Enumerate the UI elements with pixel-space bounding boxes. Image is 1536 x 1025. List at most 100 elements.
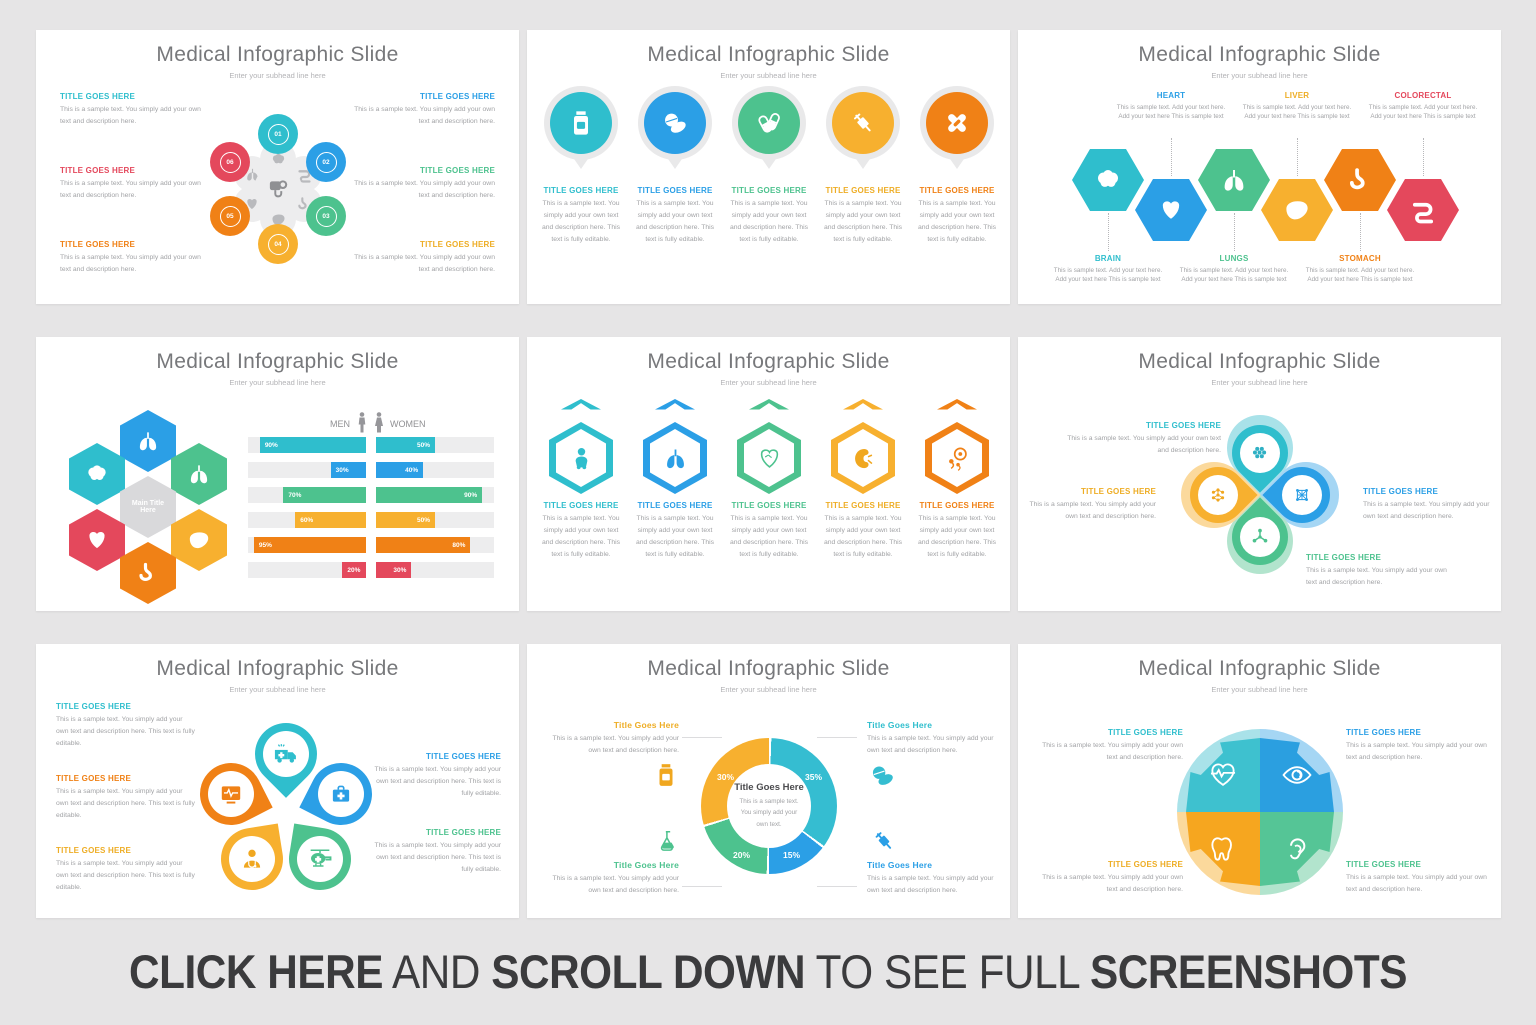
slide-preview-2[interactable]: Medical Infographic Slide Enter your sub… <box>527 30 1010 304</box>
petal-number: 02 <box>315 151 337 173</box>
legend-men-label: MEN <box>330 419 350 429</box>
title-block: TITLE GOES HERE This is a sample text. Y… <box>345 240 495 276</box>
slide-subhead: Enter your subhead line here <box>229 378 326 387</box>
title-block: TITLE GOES HERE This is a sample text. Y… <box>913 186 1001 246</box>
liver-icon <box>1282 195 1312 225</box>
slide-title: Medical Infographic Slide <box>156 657 399 680</box>
donut-chart: Title Goes Here This is a sample text. Y… <box>701 738 837 874</box>
slide-preview-5[interactable]: Medical Infographic Slide Enter your sub… <box>527 337 1010 611</box>
block-title: TITLE GOES HERE <box>60 92 136 101</box>
lungs-icon <box>1219 165 1249 195</box>
hexagon-heart <box>69 509 125 571</box>
block-text: This is a sample text. You simply add yo… <box>823 200 903 243</box>
main-title-label: Main Title Here <box>131 500 165 514</box>
hexagon-main-title: Main Title Here <box>120 476 176 538</box>
molecule-cluster-icon <box>1249 442 1271 464</box>
cta-banner[interactable]: CLICK HERE AND SCROLL DOWN TO SEE FULL S… <box>128 944 1408 999</box>
title-block: TITLE GOES HERE This is a sample text. Y… <box>1363 487 1495 523</box>
block-title: TITLE GOES HERE <box>425 828 501 837</box>
slide-title: Medical Infographic Slide <box>1138 657 1381 680</box>
slide-preview-7[interactable]: Medical Infographic Slide Enter your sub… <box>36 644 519 918</box>
segment-value: 35% <box>805 772 823 782</box>
block-title: TITLE GOES HERE <box>1306 553 1382 562</box>
hexagon-stomach <box>1324 149 1396 211</box>
flower-diagram <box>189 710 383 897</box>
connector-line <box>1360 213 1361 251</box>
slide-preview-9[interactable]: Medical Infographic Slide Enter your sub… <box>1018 644 1501 918</box>
stomach-icon <box>296 196 312 212</box>
pin-item: TITLE GOES HERE This is a sample text. Y… <box>537 86 625 246</box>
hexagon-lungs <box>171 443 227 505</box>
block-title: Title Goes Here <box>867 720 933 730</box>
title-block: TITLE GOES HERE This is a sample text. Y… <box>1306 553 1456 589</box>
center-circle <box>254 165 302 213</box>
block-title: TITLE GOES HERE <box>425 752 501 761</box>
block-title: STOMACH <box>1339 254 1381 263</box>
chevron-up-icon <box>937 399 977 410</box>
pin-item: TITLE GOES HERE This is a sample text. Y… <box>631 86 719 246</box>
women-bar: 40% <box>376 462 424 478</box>
block-title: TITLE GOES HERE <box>419 92 495 101</box>
title-block: TITLE GOES HERE This is a sample text. Y… <box>60 92 210 128</box>
bar-value: 95% <box>258 541 272 549</box>
pin-item: TITLE GOES HERE This is a sample text. Y… <box>913 86 1001 246</box>
heart-pulse-icon <box>1206 758 1240 792</box>
connector-line <box>1234 213 1235 251</box>
title-block: LUNGS This is sample text. Add your text… <box>1178 254 1290 284</box>
hexagon-heart <box>1135 179 1207 241</box>
title-block: TITLE GOES HERE This is a sample text. Y… <box>56 774 196 822</box>
petal-number: 06 <box>219 151 241 173</box>
block-title: TITLE GOES HERE <box>60 166 136 175</box>
capsules-icon <box>738 92 800 154</box>
tooth-icon <box>1207 833 1239 865</box>
female-person-icon <box>373 412 385 433</box>
block-text: This is a sample text. You simply add yo… <box>374 842 501 873</box>
petal-center <box>263 731 309 777</box>
block-text: This is sample text. Add your text here.… <box>1116 104 1226 121</box>
block-text: This is a sample text. You simply add yo… <box>552 735 679 754</box>
title-block: TITLE GOES HERE This is a sample text. Y… <box>537 501 625 561</box>
block-title: TITLE GOES HERE <box>1145 421 1221 430</box>
title-block: TITLE GOES HERE This is a sample text. Y… <box>537 186 625 246</box>
slides-preview-grid: Medical Infographic Slide Enter your sub… <box>36 30 1501 918</box>
lungs-icon <box>186 461 212 487</box>
men-bar: 60% <box>295 512 366 528</box>
hexagon-brain <box>1072 149 1144 211</box>
hex-item: TITLE GOES HERE This is a sample text. Y… <box>913 399 1001 561</box>
slide-preview-8[interactable]: Medical Infographic Slide Enter your sub… <box>527 644 1010 918</box>
molecule-node-icon <box>1249 526 1271 548</box>
block-title: TITLE GOES HERE <box>637 186 713 195</box>
block-title: TITLE GOES HERE <box>543 501 619 510</box>
syringe-icon <box>832 92 894 154</box>
hexagon-outline <box>643 422 707 494</box>
medicine-bottle-icon <box>550 92 612 154</box>
slide-preview-6[interactable]: Medical Infographic Slide Enter your sub… <box>1018 337 1501 611</box>
title-block: HEART This is sample text. Add your text… <box>1115 91 1227 121</box>
men-bar: 20% <box>342 562 366 578</box>
women-bar: 90% <box>376 487 483 503</box>
title-block: TITLE GOES HERE This is a sample text. Y… <box>913 501 1001 561</box>
baby-icon <box>568 445 595 472</box>
stomach-icon <box>136 561 160 585</box>
block-text: This is a sample text. You simply add yo… <box>354 106 495 125</box>
slide-preview-3[interactable]: Medical Infographic Slide Enter your sub… <box>1018 30 1501 304</box>
women-bar: 80% <box>376 537 471 553</box>
lungs-icon <box>662 445 689 472</box>
molecule-net-icon <box>1207 484 1229 506</box>
petal-number: 04 <box>267 233 289 255</box>
hexagon-outline <box>549 422 613 494</box>
blood-pressure-monitor-icon <box>265 176 291 202</box>
block-text: This is a sample text. You simply add yo… <box>917 200 997 243</box>
slide-preview-4[interactable]: Medical Infographic Slide Enter your sub… <box>36 337 519 611</box>
banner-segment: AND <box>382 945 492 998</box>
block-title: TITLE GOES HERE <box>1346 860 1422 869</box>
slide-preview-1[interactable]: Medical Infographic Slide Enter your sub… <box>36 30 519 304</box>
chevron-up-icon <box>655 399 695 410</box>
title-block: BRAIN This is sample text. Add your text… <box>1052 254 1164 284</box>
block-text: This is a sample text. You simply add yo… <box>56 788 195 819</box>
hexagon-colon <box>1387 179 1459 241</box>
hexagon-liver <box>1261 179 1333 241</box>
banner-segment: CLICK HERE <box>128 945 383 998</box>
slide-title: Medical Infographic Slide <box>156 43 399 66</box>
hexagon-lungs <box>120 410 176 472</box>
